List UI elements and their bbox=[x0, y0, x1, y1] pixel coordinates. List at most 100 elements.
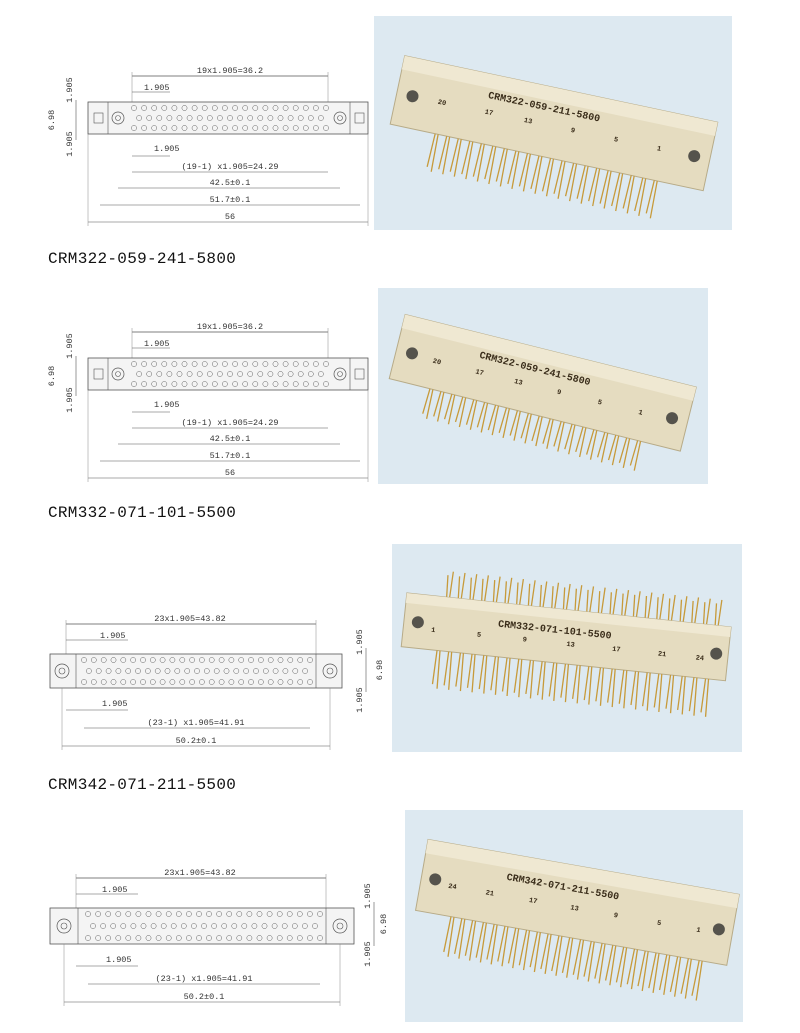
pin-hole bbox=[266, 935, 273, 941]
pin-hole bbox=[90, 923, 96, 929]
pin-hole bbox=[81, 657, 87, 663]
dimension-1: 50.2±0.1 bbox=[184, 992, 225, 1002]
connector-pin bbox=[501, 657, 508, 692]
pin-hole bbox=[208, 657, 215, 663]
pin-hole bbox=[105, 935, 112, 941]
pin-hole bbox=[262, 105, 269, 111]
pin-hole bbox=[272, 361, 279, 367]
pin-hole bbox=[105, 911, 112, 917]
pin-hole bbox=[199, 679, 205, 685]
connector-pin bbox=[542, 418, 551, 444]
connector-pin bbox=[622, 175, 632, 209]
pin-hole bbox=[277, 371, 284, 377]
pin-hole bbox=[276, 911, 283, 917]
connector-pin bbox=[453, 918, 463, 954]
connector-pin bbox=[560, 663, 567, 698]
connector-pin bbox=[659, 593, 665, 620]
pin-hole bbox=[95, 668, 102, 674]
connector-pin bbox=[494, 656, 500, 695]
connector-pin bbox=[603, 171, 612, 209]
connector-pin bbox=[491, 405, 500, 436]
pin-hole bbox=[81, 679, 87, 685]
product-section-4: 23x1.905=43.82 1.905 1.905 6.98 1.905 1.… bbox=[0, 798, 800, 1033]
connector-pin bbox=[691, 960, 700, 996]
pitch-top-dimension: 1.905 bbox=[100, 631, 126, 641]
pin-grid bbox=[85, 911, 323, 941]
connector-pin bbox=[540, 933, 549, 970]
pin-hole bbox=[291, 923, 298, 929]
connector-pin bbox=[519, 578, 525, 605]
pin-hole bbox=[238, 679, 245, 685]
pin-hole bbox=[170, 923, 177, 929]
connector-pin bbox=[615, 173, 624, 212]
connector-pin bbox=[545, 158, 555, 197]
pin-hole bbox=[181, 361, 188, 367]
connector-pin bbox=[542, 581, 548, 608]
pin-hole bbox=[247, 115, 254, 121]
pin-hole bbox=[302, 361, 309, 367]
pin-hole bbox=[206, 371, 213, 377]
pin-hole bbox=[302, 923, 308, 929]
photo-pin-number: 17 bbox=[484, 109, 494, 119]
dimension-1: 42.5±0.1 bbox=[210, 434, 251, 444]
connector-pin bbox=[468, 920, 477, 961]
pin-hole bbox=[231, 923, 238, 929]
pin-hole bbox=[252, 125, 259, 131]
pin-hole bbox=[228, 679, 235, 685]
photo-pin-number: 5 bbox=[656, 920, 662, 929]
connector-pin bbox=[565, 583, 571, 610]
connector-pin bbox=[495, 576, 501, 603]
pin-hole bbox=[227, 371, 233, 377]
pin-hole bbox=[282, 125, 289, 131]
pin-hole bbox=[150, 923, 157, 929]
pin-hole bbox=[323, 105, 329, 111]
connector-pin bbox=[499, 148, 508, 187]
pin-hole bbox=[252, 105, 259, 111]
connector-pin bbox=[609, 945, 617, 986]
connector-pin bbox=[518, 929, 528, 966]
pin-hole bbox=[213, 668, 220, 674]
pin-hole bbox=[267, 657, 274, 663]
pin-hole bbox=[307, 679, 313, 685]
pin-hole bbox=[130, 923, 137, 929]
connector-pin bbox=[487, 404, 497, 431]
connector-pin bbox=[626, 175, 635, 214]
connector-pin bbox=[507, 927, 517, 964]
dimension-drawing-1: 19x1.905=36.2 1.905 1.905 6.98 1.905 1.9… bbox=[40, 60, 380, 230]
pin-hole bbox=[242, 381, 249, 387]
pin-hole bbox=[222, 361, 228, 367]
connector-pin bbox=[577, 585, 583, 612]
connector-pin bbox=[551, 935, 560, 972]
connector-pin bbox=[679, 599, 683, 622]
pin-hole bbox=[160, 923, 167, 929]
pin-hole bbox=[251, 923, 258, 929]
pitch-bottom-dimension: 1.905 bbox=[102, 699, 128, 709]
pin-hole bbox=[146, 371, 153, 377]
photo-pin-number: 17 bbox=[528, 897, 538, 906]
pin-hole bbox=[286, 935, 293, 941]
top-dimension: 23x1.905=43.82 bbox=[154, 614, 225, 624]
connector-pin bbox=[583, 666, 590, 701]
connector-pin bbox=[568, 424, 576, 455]
connector-pin bbox=[524, 413, 532, 444]
connector-pin bbox=[465, 141, 474, 180]
connector-pin bbox=[531, 415, 540, 442]
pin-hole bbox=[287, 371, 294, 377]
photo-pin-number: 9 bbox=[522, 636, 527, 644]
connector-pin bbox=[461, 140, 471, 175]
photo-pin-number: 1 bbox=[637, 409, 643, 418]
connector-pin bbox=[670, 594, 676, 621]
pin-hole bbox=[141, 361, 147, 367]
connector-pin bbox=[516, 582, 519, 605]
pin-hole bbox=[323, 125, 329, 131]
connector-pin bbox=[589, 586, 595, 613]
pin-span-dimension: (19-1) x1.905=24.29 bbox=[182, 162, 279, 172]
pin-hole bbox=[292, 668, 299, 674]
connector-pin bbox=[476, 402, 486, 428]
pin-hole bbox=[267, 115, 274, 121]
pin-hole bbox=[100, 657, 107, 663]
connector-pin bbox=[466, 654, 473, 688]
pin-hole bbox=[243, 668, 249, 674]
pin-hole bbox=[237, 115, 243, 121]
connector-pin bbox=[700, 678, 707, 713]
